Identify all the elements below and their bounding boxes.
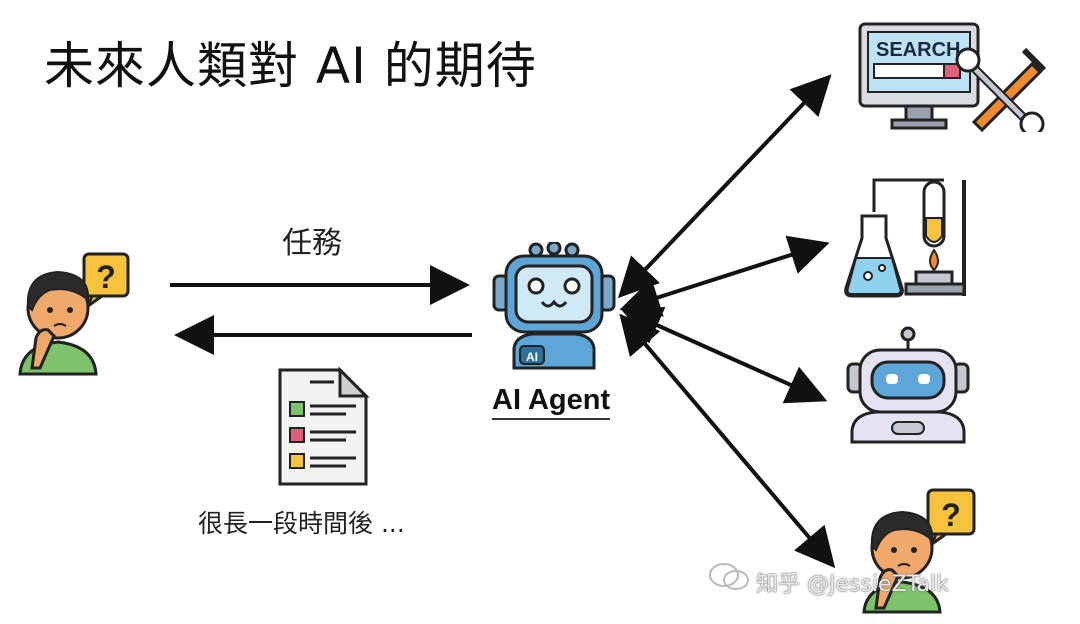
agent-badge: AI bbox=[526, 350, 538, 364]
thinking-person-icon: ? bbox=[862, 488, 976, 614]
search-label: SEARCH bbox=[876, 39, 960, 61]
agent-label: AI Agent bbox=[492, 384, 611, 420]
arrow-to-search bbox=[617, 74, 832, 299]
task-label: 任務 bbox=[282, 226, 342, 261]
watermark: 知乎 @JessieZTalk bbox=[756, 572, 949, 597]
document-checklist-icon bbox=[278, 366, 370, 486]
question-mark: ? bbox=[941, 497, 961, 533]
wechat-icon bbox=[709, 563, 749, 590]
robot-head-icon bbox=[846, 326, 970, 444]
page-title: 未來人類對 AI 的期待 bbox=[44, 37, 537, 95]
arrow-to-lab bbox=[619, 235, 830, 317]
later-label: 很長一段時間後 ... bbox=[198, 509, 405, 538]
arrow-to-robot bbox=[620, 307, 828, 404]
robot-agent-icon: AI bbox=[492, 242, 616, 370]
arrow-to-human bbox=[619, 313, 836, 569]
search-computer-tools-icon: SEARCH bbox=[858, 22, 1047, 132]
lab-flask-burner-icon bbox=[844, 178, 966, 298]
question-mark: ? bbox=[96, 259, 116, 295]
thinking-person-icon: ? bbox=[18, 252, 130, 376]
